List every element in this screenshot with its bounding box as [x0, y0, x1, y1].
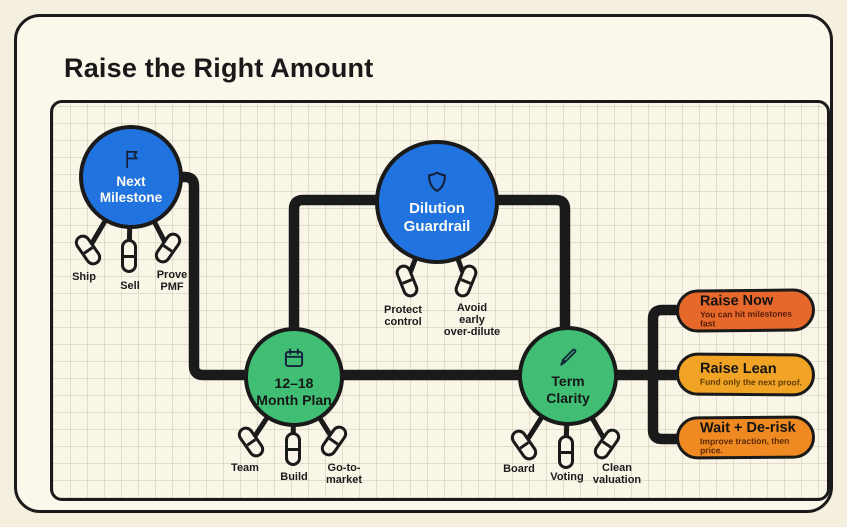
- pill-stems: [85, 174, 610, 455]
- node-month-plan: 12–18 Month Plan: [244, 327, 344, 427]
- diagram-panel: Ship Sell Prove PMF Protect control Avoi…: [50, 100, 830, 501]
- node-dilution-guardrail: Dilution Guardrail: [375, 140, 499, 264]
- outcome-raise-lean-title: Raise Lean: [699, 360, 777, 378]
- node-term-clarity: Term Clarity: [518, 326, 618, 426]
- outcome-raise-now: Raise Now You can hit milestones fast: [675, 288, 816, 333]
- label-board: Board: [503, 463, 535, 475]
- wire-milestone-to-plan-row: [125, 171, 664, 381]
- label-avoid-overdilute: Avoid early over-dilute: [443, 302, 501, 338]
- label-ship: Ship: [72, 271, 96, 283]
- pencil-icon: [556, 345, 581, 370]
- label-team: Team: [231, 462, 259, 474]
- shield-icon: [423, 169, 451, 197]
- label-sell: Sell: [120, 280, 140, 292]
- diagram-stage: Ship Sell Prove PMF Protect control Avoi…: [50, 100, 830, 501]
- page-title: Raise the Right Amount: [64, 53, 374, 83]
- infographic-card: Raise the Right Amount: [14, 14, 833, 513]
- outcome-wait-derisk-title: Wait + De-risk: [699, 419, 796, 436]
- label-go-to-market: Go-to- market: [325, 462, 363, 486]
- outcome-wait-derisk-desc: Improve traction, then price.: [699, 435, 790, 456]
- node-next-milestone: Next Milestone: [79, 125, 183, 229]
- label-prove-pmf: Prove PMF: [156, 269, 188, 293]
- label-voting: Voting: [550, 471, 584, 483]
- label-build: Build: [280, 471, 308, 483]
- outcome-raise-lean-desc: Fund only the next proof.: [699, 377, 802, 388]
- pill-voting: [558, 435, 574, 469]
- outcome-wait-derisk: Wait + De-risk Improve traction, then pr…: [675, 415, 816, 460]
- label-protect-control: Protect control: [384, 304, 422, 328]
- pill-sell: [121, 239, 137, 273]
- pill-build: [285, 432, 301, 466]
- calendar-icon: [281, 346, 307, 372]
- label-clean-valuation: Clean valuation: [592, 462, 642, 486]
- outcome-raise-lean: Raise Lean Fund only the next proof.: [675, 352, 816, 397]
- outcome-raise-now-desc: You can hit milestones fast: [699, 308, 793, 329]
- outcome-raise-now-title: Raise Now: [699, 292, 774, 310]
- flag-icon: [120, 148, 143, 171]
